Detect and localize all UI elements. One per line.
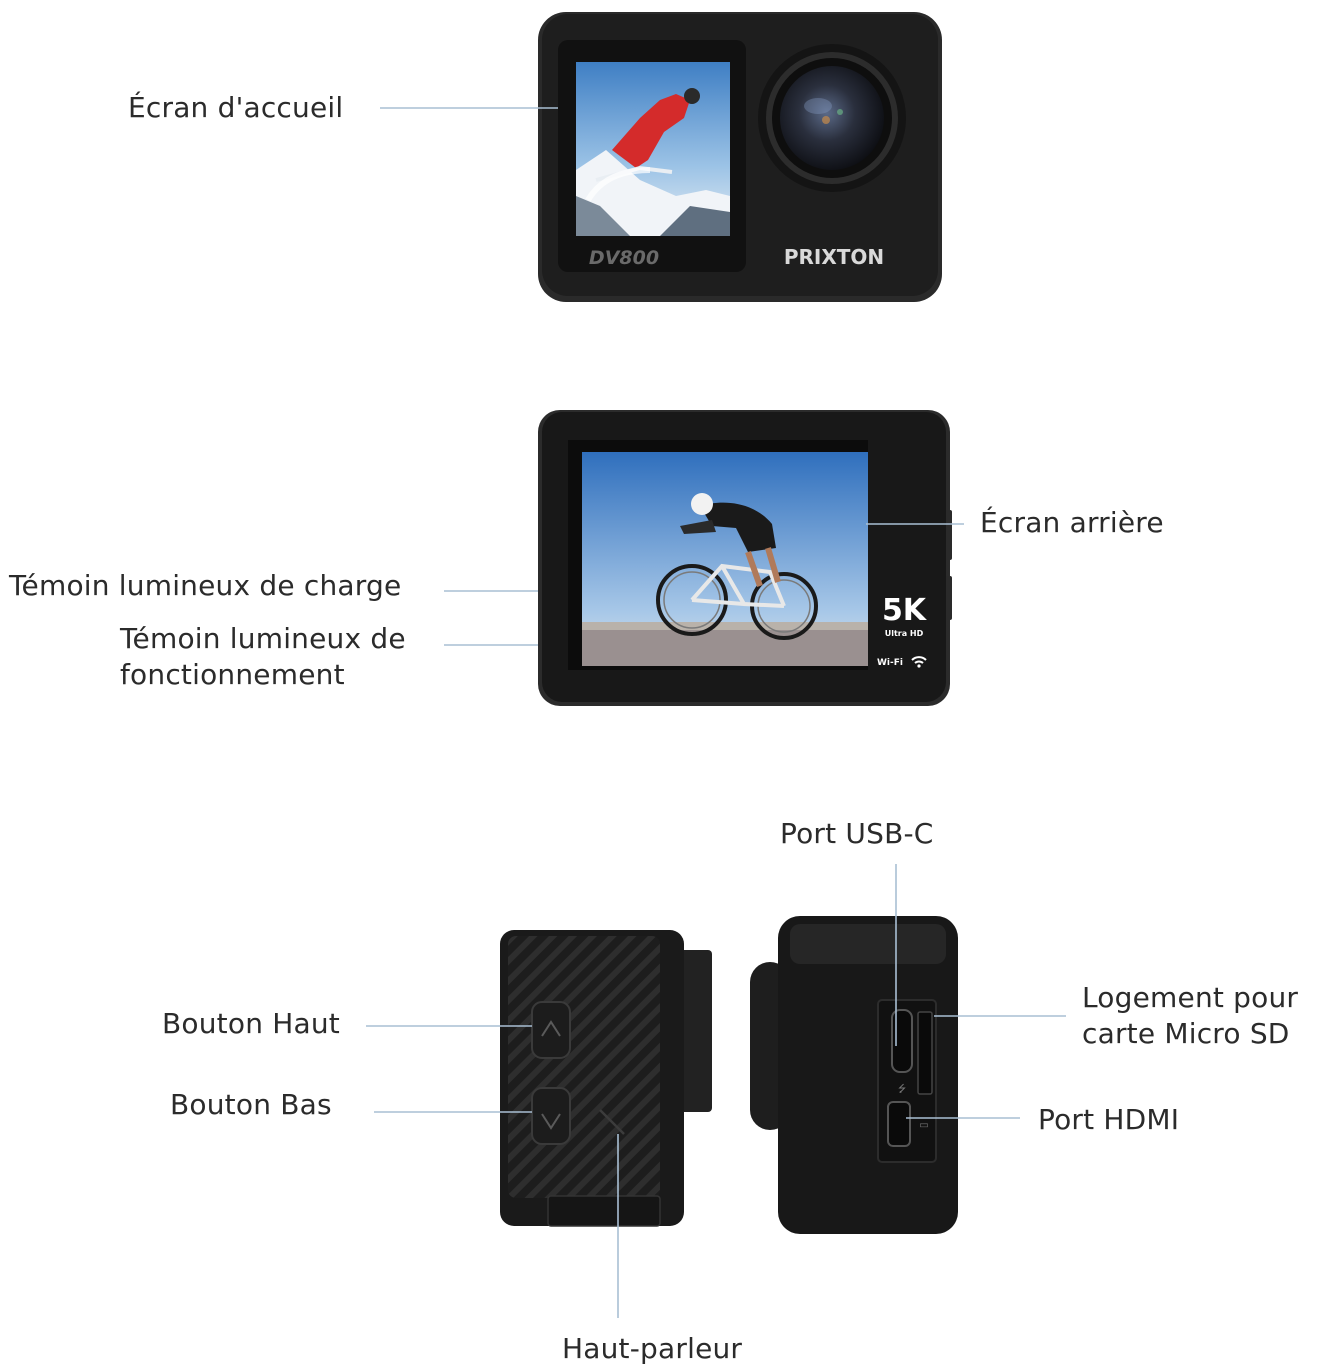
label-power-indicator-line2: fonctionnement bbox=[120, 658, 345, 691]
left-side-camera bbox=[500, 930, 712, 1227]
lens-icon bbox=[780, 66, 884, 170]
speaker-grille bbox=[599, 1109, 625, 1135]
hdmi-port bbox=[887, 1101, 911, 1147]
side-button-2 bbox=[946, 576, 952, 620]
label-microsd-line1: Logement pour bbox=[1082, 981, 1299, 1014]
badge-uhd: Ultra HD bbox=[885, 629, 924, 638]
grip-texture bbox=[508, 936, 660, 1198]
right-side-camera: ⭍ ▭ bbox=[750, 916, 958, 1234]
model-text: DV800 bbox=[589, 247, 659, 269]
usb-icon: ⭍ bbox=[898, 1083, 906, 1095]
label-speaker: Haut-parleur bbox=[562, 1332, 743, 1365]
back-view-camera: 5K Ultra HD Wi-Fi bbox=[538, 410, 952, 706]
front-lens-assembly bbox=[758, 44, 906, 192]
up-button bbox=[531, 1001, 571, 1059]
microsd-slot bbox=[917, 1011, 933, 1095]
side-button bbox=[946, 510, 952, 560]
label-hdmi-port: Port HDMI bbox=[1038, 1103, 1180, 1136]
label-microsd-line2: carte Micro SD bbox=[1082, 1017, 1290, 1050]
side-lens-housing bbox=[680, 950, 712, 1112]
label-usb-c-port: Port USB-C bbox=[780, 817, 934, 850]
label-power-indicator-line1: Témoin lumineux de bbox=[120, 622, 406, 655]
front-view-camera: DV800 PRIXTON bbox=[538, 12, 942, 302]
top-ridge bbox=[790, 924, 946, 964]
back-screen-image bbox=[582, 452, 868, 666]
chevron-up-icon bbox=[541, 1020, 561, 1037]
label-rear-screen: Écran arrière bbox=[980, 506, 1164, 539]
front-screen-image bbox=[576, 62, 730, 236]
usb-c-port bbox=[891, 1009, 913, 1073]
brand-text: PRIXTON bbox=[784, 245, 884, 269]
battery-door bbox=[547, 1195, 661, 1227]
label-down-button: Bouton Bas bbox=[170, 1088, 332, 1121]
wifi-icon bbox=[911, 656, 927, 668]
down-button bbox=[531, 1087, 571, 1145]
chevron-down-icon bbox=[541, 1113, 561, 1130]
label-front-screen: Écran d'accueil bbox=[128, 91, 344, 124]
label-charge-indicator: Témoin lumineux de charge bbox=[9, 569, 402, 602]
leader-lines bbox=[366, 107, 1066, 1318]
badge-5k: 5K bbox=[882, 593, 928, 628]
badge-wifi: Wi-Fi bbox=[877, 658, 903, 668]
hdmi-icon: ▭ bbox=[919, 1120, 928, 1131]
label-up-button: Bouton Haut bbox=[162, 1007, 340, 1040]
